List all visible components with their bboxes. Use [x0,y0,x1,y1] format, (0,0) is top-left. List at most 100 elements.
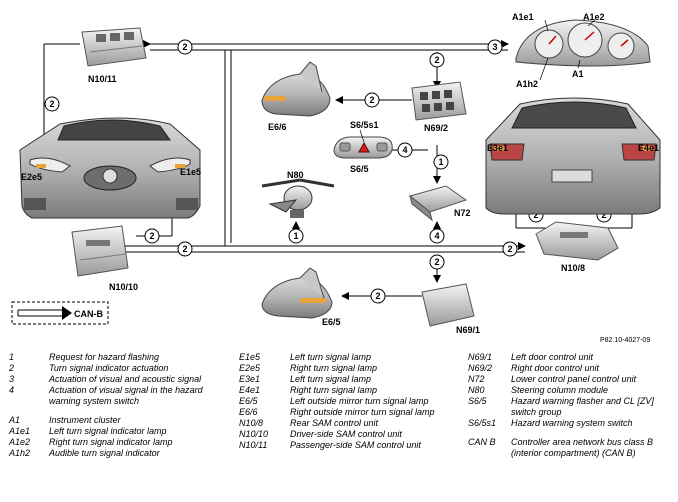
marker-3: 3 [487,39,503,55]
right-mirror [261,61,331,117]
legend-text: Hazard warning flasher and CL [ZV] switc… [511,396,654,417]
legend-text: Right turn signal lamp [290,385,378,395]
component-labels: N10/11 A1e1 A1e2 A1h2 A1 E6/6 N69/2 S6/5… [21,12,659,335]
legend-key: E4e1 [239,385,261,395]
legend-key: S6/5 [468,396,487,406]
can-b-legend-box: CAN-B [11,301,109,325]
legend-text: Right door control unit [511,363,600,373]
label-n10-11: N10/11 [88,74,117,84]
label-n10-8: N10/8 [561,263,585,273]
legend-row: A1e1 Left turn signal indicator lamp [9,426,235,437]
legend-key: CAN B [468,437,496,447]
rear-car [485,97,661,215]
legend-key: A1 [9,415,21,425]
svg-text:2: 2 [507,244,512,254]
marker-4-a: 4 [397,142,413,158]
legend-column-1: 1 Request for hazard flashing 2 Turn signal… [9,352,235,459]
legend-row: 4 Actuation of visual signal in the hazar… [9,385,235,407]
legend-key: N10/10 [239,429,269,439]
label-e1e5: E1e5 [180,167,201,177]
legend-key: A1h2 [9,448,31,458]
svg-text:4: 4 [402,145,407,155]
svg-text:2: 2 [434,55,439,65]
legend-text: Controller area network bus class B (int… [511,437,654,458]
label-e6-6: E6/6 [268,122,287,132]
legend-text: Rear SAM control unit [290,418,379,428]
label-e6-5: E6/5 [322,317,341,327]
legend-row: E3e1 Left turn signal lamp [239,374,464,385]
legend-text: Right outside mirror turn signal lamp [290,407,435,417]
front-car [19,117,201,219]
legend-key: N80 [468,385,485,395]
legend-key: 3 [9,374,15,384]
legend-text: Left turn signal indicator lamp [49,426,167,436]
label-n69-2: N69/2 [424,123,448,133]
n69-1-control-unit [421,283,475,327]
marker-2-a: 2 [177,39,193,55]
svg-text:2: 2 [149,231,154,241]
legend-key: E2e5 [239,363,261,373]
svg-text:2: 2 [182,42,187,52]
legend-key: N69/2 [468,363,493,373]
legend-text: Driver-side SAM control unit [290,429,402,439]
svg-text:3: 3 [492,42,497,52]
legend-key: A1e1 [9,426,31,436]
svg-text:2: 2 [49,99,54,109]
label-n80: N80 [287,170,304,180]
can-b-label: CAN-B [74,309,103,319]
s6-5s1-leader [359,129,365,143]
legend-key: 2 [9,363,15,373]
marker-2-e: 2 [144,228,160,244]
instrument-cluster [515,19,651,67]
legend-text: Left turn signal lamp [290,374,372,384]
legend-key: A1e2 [9,437,31,447]
legend-text: Lower control panel control unit [511,374,637,384]
marker-2-d: 2 [364,92,380,108]
svg-text:2: 2 [601,210,606,220]
label-s6-5s1: S6/5s1 [350,120,379,130]
svg-text:2: 2 [369,95,374,105]
legend-text: Turn signal indicator actuation [49,363,169,373]
legend-text: Left door control unit [511,352,594,362]
marker-2-g: 2 [502,241,518,257]
marker-2-c: 2 [429,52,445,68]
svg-text:2: 2 [375,291,380,301]
legend-text: Actuation of visual signal in the hazard… [49,385,203,406]
legend-key: N10/11 [239,440,268,450]
label-a1h2: A1h2 [516,79,538,89]
svg-text:4: 4 [434,231,439,241]
legend-key: 1 [9,352,15,362]
legend-text: Request for hazard flashing [49,352,160,362]
svg-text:2: 2 [182,244,187,254]
label-s6-5: S6/5 [350,164,369,174]
instrument-cluster-leaders [539,19,596,81]
legend-row: CAN B Controller area network bus class B… [468,437,674,459]
legend-row: E6/5 Left outside mirror turn signal lamp [239,396,464,407]
legend-key: 4 [9,385,15,395]
legend-key: E6/5 [239,396,258,406]
legend-key: E1e5 [239,352,261,362]
svg-text:2: 2 [533,210,538,220]
label-a1e2: A1e2 [583,12,605,22]
label-a1e1: A1e1 [512,12,534,22]
can-b-bus [119,40,526,253]
left-mirror [261,267,333,319]
legend-row: 2 Turn signal indicator actuation [9,363,235,374]
svg-text:1: 1 [438,157,443,167]
label-a1: A1 [572,69,584,79]
marker-4-b: 4 [429,228,445,244]
n10-11-control-unit [81,27,147,67]
s6-5-switch-group [333,136,393,159]
legend-text: Left outside mirror turn signal lamp [290,396,429,406]
n10-10-control-unit [71,225,129,277]
marker-1-b: 1 [288,228,304,244]
legend-text: Audible turn signal indicator [49,448,160,458]
legend-key: E3e1 [239,374,261,384]
